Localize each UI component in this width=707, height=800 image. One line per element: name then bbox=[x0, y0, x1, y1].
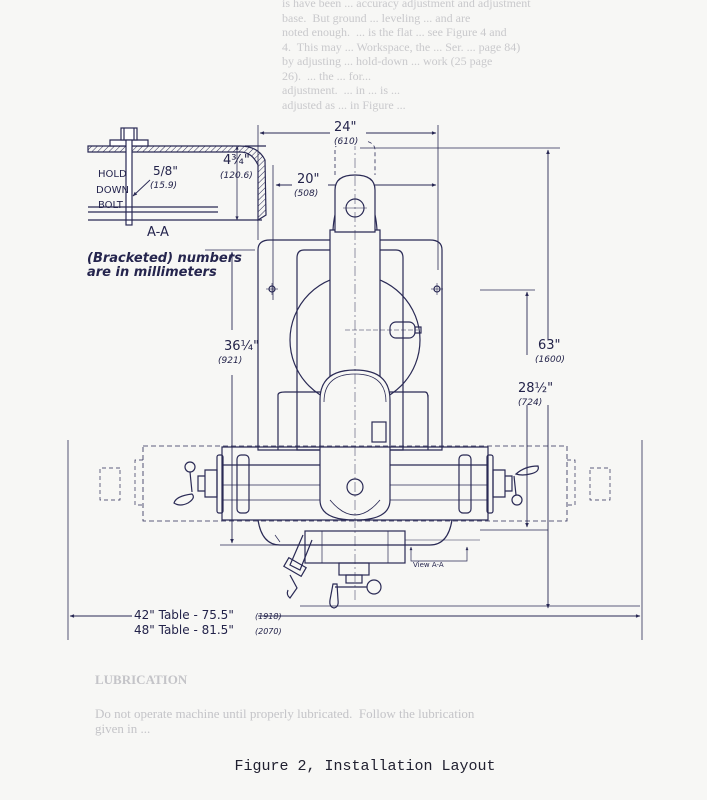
dim-bolt-spacing: 20" bbox=[297, 172, 320, 187]
dim-table-48-mm: (2070) bbox=[255, 627, 282, 636]
machine-front-view bbox=[99, 139, 611, 609]
dim-height-right: 28½" bbox=[518, 381, 553, 396]
note-line-2: are in millimeters bbox=[87, 265, 217, 280]
bolt-diameter: 5/8" bbox=[153, 164, 178, 178]
ghost-heading: LUBRICATION bbox=[95, 672, 188, 687]
section-a-a-detail bbox=[87, 127, 267, 226]
dim-height-right-mm: (724) bbox=[518, 398, 542, 408]
bolt-diameter-mm: (15.9) bbox=[150, 181, 177, 191]
dim-table-48: 48" Table - 81.5" bbox=[134, 623, 234, 637]
note-line-1: (Bracketed) numbers bbox=[87, 251, 242, 266]
dim-height-left: 36¼" bbox=[224, 339, 259, 354]
dim-table-42-mm: (1918) bbox=[255, 612, 282, 621]
bolt-label-line1: HOLD bbox=[98, 169, 127, 180]
dim-table-42: 42" Table - 75.5" bbox=[134, 608, 234, 622]
bolt-label-line2: DOWN bbox=[96, 185, 129, 196]
dimension-labels: 24" (610) 20" (508) 36¼" (921) 63" (1600… bbox=[134, 118, 565, 637]
bolt-label-line3: BOLT bbox=[98, 200, 124, 211]
ghost-line: Do not operate machine until properly lu… bbox=[95, 706, 475, 721]
dim-width-overall: 24" bbox=[334, 120, 357, 135]
section-label-a-a: A-A bbox=[147, 225, 169, 240]
section-labels: HOLD DOWN BOLT 5/8" (15.9) 4¾" (120.6) A… bbox=[87, 153, 253, 280]
background-page-text-top: is have been ... accuracy adjustment and… bbox=[282, 0, 531, 112]
dim-height-left-mm: (921) bbox=[218, 356, 242, 366]
dim-width-overall-mm: (610) bbox=[334, 137, 358, 147]
flange-height-mm: (120.6) bbox=[220, 171, 253, 181]
dim-height-overall: 63" bbox=[538, 338, 561, 353]
figure-caption: Figure 2, Installation Layout bbox=[234, 758, 496, 775]
flange-height: 4¾" bbox=[223, 153, 250, 168]
ghost-line: given in ... bbox=[95, 721, 151, 736]
dim-height-overall-mm: (1600) bbox=[535, 355, 565, 365]
background-page-text-lower: LUBRICATION Do not operate machine until… bbox=[0, 655, 707, 735]
view-marker-label: View A-A bbox=[413, 561, 444, 569]
dim-bolt-spacing-mm: (508) bbox=[294, 189, 318, 199]
